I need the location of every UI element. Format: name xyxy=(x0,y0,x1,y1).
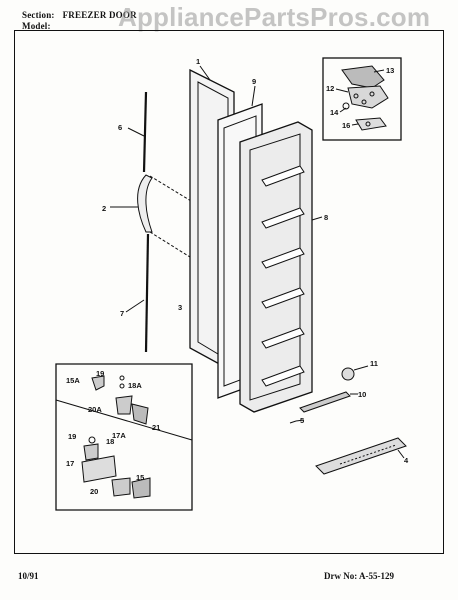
hardware-inset-box xyxy=(55,363,193,511)
door-liner xyxy=(239,121,323,413)
callout-15: 15 xyxy=(136,473,144,482)
callout-7: 7 xyxy=(120,309,124,318)
callout-4: 4 xyxy=(404,456,409,465)
callout-10: 10 xyxy=(358,390,366,399)
callout-21: 21 xyxy=(152,423,160,432)
trim-parts xyxy=(289,365,407,475)
callout-12: 12 xyxy=(326,84,334,93)
callout-18: 18 xyxy=(106,437,114,446)
callout-13: 13 xyxy=(386,66,394,75)
callout-19-bottom: 19 xyxy=(68,432,76,441)
callout-16: 16 xyxy=(342,121,350,130)
callout-17a: 17A xyxy=(112,431,126,440)
callout-labels: 1 2 3 4 5 6 7 8 9 10 11 12 13 14 15 15A … xyxy=(66,57,409,496)
callout-19-top: 19 xyxy=(96,369,104,378)
callout-17: 17 xyxy=(66,459,74,468)
watermark-text: AppliancePartsPros.com xyxy=(118,2,431,32)
callout-5: 5 xyxy=(300,416,304,425)
callout-3: 3 xyxy=(178,303,182,312)
section-header: Section: FREEZER DOOR xyxy=(22,10,137,20)
footer-drawing-number: Drw No: A-55-129 xyxy=(324,571,394,581)
section-value: FREEZER DOOR xyxy=(62,10,137,20)
callout-2: 2 xyxy=(102,204,106,213)
callout-20: 20 xyxy=(90,487,98,496)
footer-date: 10/91 xyxy=(18,571,39,581)
callout-9: 9 xyxy=(252,77,256,86)
hinge-inset-box xyxy=(322,57,402,141)
callout-20a: 20A xyxy=(88,405,102,414)
callout-11: 11 xyxy=(370,359,378,368)
callout-1: 1 xyxy=(196,57,200,66)
callout-18a: 18A xyxy=(128,381,142,390)
callout-15a: 15A xyxy=(66,376,80,385)
model-header: Model: xyxy=(22,21,51,31)
section-label: Section: xyxy=(22,10,55,20)
diagram-frame xyxy=(14,30,444,554)
callout-6: 6 xyxy=(118,123,122,132)
callout-14: 14 xyxy=(330,108,339,117)
callout-8: 8 xyxy=(324,213,328,222)
model-label: Model: xyxy=(22,21,51,31)
